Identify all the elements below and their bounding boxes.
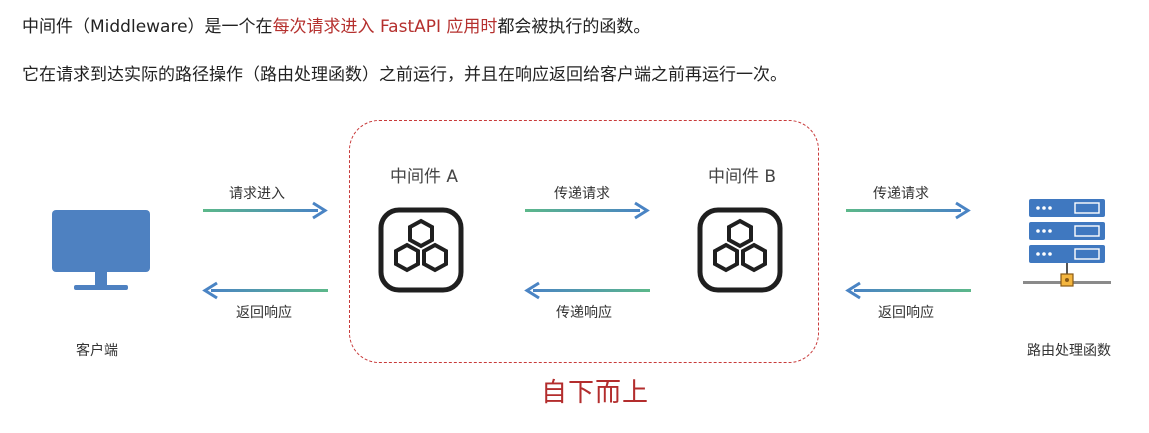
intro-line-1-highlight: 每次请求进入 FastAPI 应用时 (272, 17, 498, 37)
arrow-in-1 (203, 201, 328, 220)
handler-label: 路由处理函数 (1027, 343, 1111, 359)
monitor-icon (52, 210, 150, 290)
arrow-in-2-label: 传递请求 (554, 186, 610, 202)
arrow-out-3-label: 返回响应 (878, 305, 934, 321)
middleware-b-label: 中间件 B (708, 167, 777, 187)
arrow-in-1-label: 请求进入 (229, 186, 285, 202)
arrow-out-3 (845, 281, 971, 300)
arrow-in-3-label: 传递请求 (873, 186, 929, 202)
intro-line-1-pre: 中间件（Middleware）是一个在 (22, 17, 273, 37)
intro-line-2: 它在请求到达实际的路径操作（路由处理函数）之前运行，并且在响应返回给客户端之前再… (22, 65, 787, 85)
order-note: 自下而上 (541, 378, 650, 408)
arrow-out-1 (202, 281, 328, 300)
intro-line-1-post: 都会被执行的函数。 (497, 17, 651, 37)
arrow-out-2-label: 传递响应 (556, 305, 612, 321)
arrow-out-2 (524, 281, 650, 300)
middleware-group-box (349, 120, 819, 363)
arrow-out-1-label: 返回响应 (236, 305, 292, 321)
client-label: 客户端 (76, 343, 118, 359)
arrow-in-3 (846, 201, 971, 220)
intro-line-1: 中间件（Middleware）是一个在每次请求进入 FastAPI 应用时都会被… (22, 12, 650, 37)
arrow-in-2 (525, 201, 650, 220)
middleware-a-label: 中间件 A (390, 167, 459, 187)
server-rack-icon (1023, 199, 1111, 287)
hexagon-cluster-icon (378, 207, 464, 293)
hexagon-cluster-icon (697, 207, 783, 293)
